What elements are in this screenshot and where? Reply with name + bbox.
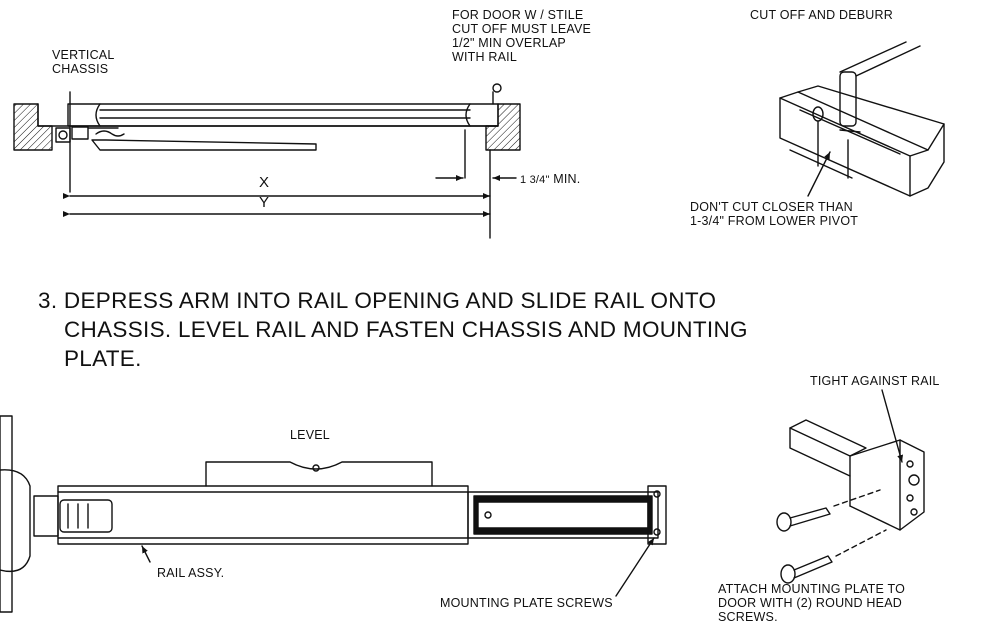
cut-off-label: CUT OFF AND DEBURR	[750, 8, 893, 22]
dimension-y-label: Y	[259, 194, 270, 211]
step-3-instruction: 3. DEPRESS ARM INTO RAIL OPENING AND SLI…	[38, 288, 748, 371]
cut-off-detail	[779, 41, 945, 197]
attach-plate-label: ATTACH MOUNTING PLATE TO DOOR WITH (2) R…	[718, 582, 905, 624]
level-label: LEVEL	[290, 428, 330, 442]
min-clearance-label: 1 3/4" MIN.	[520, 172, 581, 186]
mounting-plate-screws-label: MOUNTING PLATE SCREWS	[440, 596, 613, 610]
dimension-x-label: X	[259, 174, 270, 191]
vertical-chassis-label: VERTICAL CHASSIS	[52, 48, 115, 76]
rail-assembly-view	[0, 415, 667, 613]
mounting-plate-detail	[776, 389, 925, 584]
stile-note-label: FOR DOOR W / STILE CUT OFF MUST LEAVE 1/…	[452, 8, 592, 64]
rail-assy-label: RAIL ASSY.	[157, 566, 225, 580]
dont-cut-label: DON'T CUT CLOSER THAN 1-3/4" FROM LOWER …	[690, 200, 859, 228]
tight-against-rail-label: TIGHT AGAINST RAIL	[810, 374, 940, 388]
rail-section-view	[13, 83, 521, 239]
